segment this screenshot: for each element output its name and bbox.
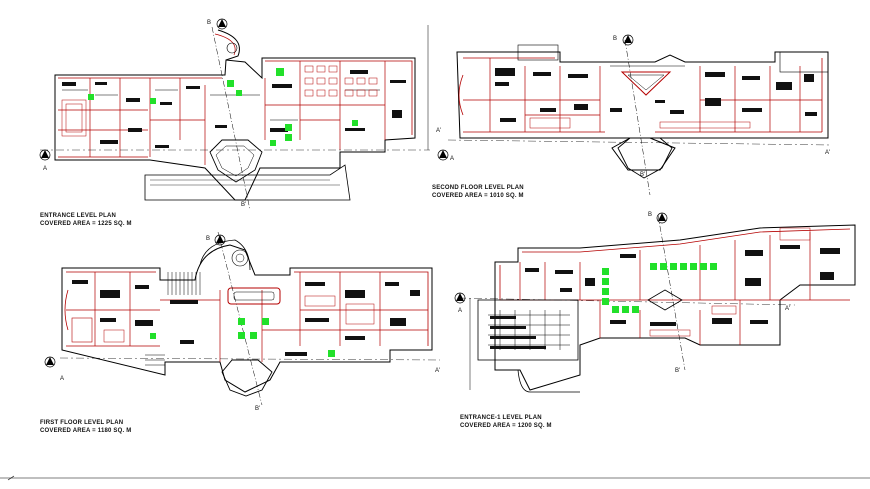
plan-title-second-floor: SECOND FLOOR LEVEL PLAN COVERED AREA = 1… xyxy=(432,184,524,200)
entrance-level-plan xyxy=(40,25,430,211)
first-floor-plan xyxy=(59,231,441,406)
section-a-prime-label: A' xyxy=(825,150,830,156)
north-arrow-icon xyxy=(39,18,668,368)
section-b-label: B xyxy=(648,212,652,218)
section-b-prime-label: B' xyxy=(255,406,260,412)
section-a-label: A xyxy=(450,156,454,162)
section-a-prime-label: A' xyxy=(436,128,441,134)
section-a-label: A xyxy=(43,166,47,172)
plan-title-entrance-1-level: ENTRANCE-1 LEVEL PLAN COVERED AREA = 120… xyxy=(460,414,552,430)
plan-title-text: ENTRANCE LEVEL PLAN xyxy=(40,213,117,219)
section-b-label: B xyxy=(207,20,211,26)
section-b-prime-label: B' xyxy=(640,172,645,178)
plan-title-text: FIRST FLOOR LEVEL PLAN xyxy=(40,420,124,426)
section-a-prime-label: A' xyxy=(435,368,440,374)
section-a-label: A xyxy=(458,308,462,314)
section-markers: A A' B B' A A' B B' A A' B B' A A' B B' xyxy=(39,18,830,412)
section-a-label: A xyxy=(60,376,64,382)
section-b-label: B xyxy=(613,36,617,42)
plan-title-text: ENTRANCE-1 LEVEL PLAN xyxy=(460,415,542,421)
section-b-label: B xyxy=(206,236,210,242)
plan-title-entrance-level: ENTRANCE LEVEL PLAN COVERED AREA = 1225 … xyxy=(40,212,132,228)
plan-area-text: COVERED AREA = 1225 SQ. M xyxy=(40,221,132,227)
section-a-prime-label: A' xyxy=(785,306,790,312)
plan-title-text: SECOND FLOOR LEVEL PLAN xyxy=(432,185,524,191)
entrance-1-level-plan xyxy=(457,214,856,393)
plan-area-text: COVERED AREA = 1010 SQ. M xyxy=(432,193,524,199)
section-b-prime-label: B' xyxy=(675,368,680,374)
plan-title-first-floor: FIRST FLOOR LEVEL PLAN COVERED AREA = 11… xyxy=(40,419,131,435)
section-b-prime-label: B' xyxy=(241,202,246,208)
second-floor-plan xyxy=(447,39,831,196)
plan-area-text: COVERED AREA = 1200 SQ. M xyxy=(460,423,552,429)
plan-area-text: COVERED AREA = 1180 SQ. M xyxy=(40,428,132,434)
